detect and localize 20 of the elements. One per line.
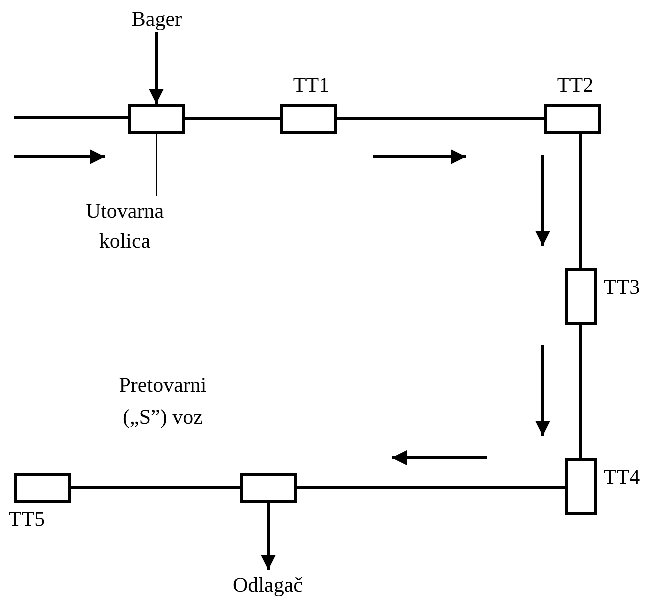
conveyor-line bbox=[14, 116, 128, 120]
loading-cart-label: Utovarna kolica bbox=[65, 196, 185, 258]
excavator-label: Bager bbox=[112, 4, 202, 32]
station-label: TT1 bbox=[292, 73, 331, 98]
conveyor-station-box bbox=[128, 104, 185, 134]
station-label: TT4 bbox=[604, 465, 642, 490]
leader-line bbox=[156, 134, 157, 196]
station-label: TT2 bbox=[556, 73, 595, 98]
conveyor-line bbox=[337, 118, 544, 120]
conveyor-line bbox=[297, 486, 565, 490]
conveyor-line bbox=[71, 486, 240, 490]
conveyor-line bbox=[185, 118, 280, 120]
station-label: TT3 bbox=[604, 275, 642, 300]
arrow bbox=[261, 503, 276, 570]
station-label: Pretovarni („S”) voz bbox=[118, 372, 208, 430]
conveyor-line bbox=[580, 134, 582, 268]
station-label: TT5 bbox=[9, 507, 46, 532]
arrow bbox=[149, 32, 164, 104]
unloader-label: Odlagač bbox=[213, 570, 323, 598]
conveyor-line bbox=[580, 325, 582, 458]
